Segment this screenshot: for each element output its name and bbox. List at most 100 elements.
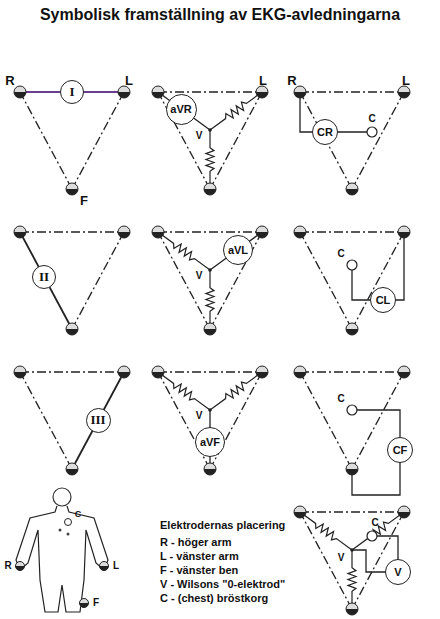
chest-electrode bbox=[65, 519, 72, 526]
electrode-half bbox=[256, 92, 268, 98]
electrode-label: C bbox=[368, 114, 375, 124]
electrode bbox=[118, 86, 130, 98]
electrode-half bbox=[398, 512, 410, 518]
lead-name: CR bbox=[317, 126, 333, 138]
electrode bbox=[346, 463, 358, 475]
electrode bbox=[14, 86, 26, 98]
electrode-half bbox=[152, 372, 164, 378]
electrode bbox=[66, 463, 78, 475]
electrode-label: L bbox=[113, 561, 119, 571]
electrode-half bbox=[204, 329, 216, 335]
legend-text: R - höger arm bbox=[160, 537, 232, 548]
electrode bbox=[80, 599, 89, 608]
triangle-side bbox=[158, 92, 210, 189]
body-head bbox=[53, 488, 71, 506]
electrode-label: F bbox=[93, 598, 99, 608]
lead-circle: aVL bbox=[223, 235, 253, 265]
triangle-side bbox=[300, 231, 404, 232]
electrode bbox=[66, 183, 78, 195]
lead-line bbox=[158, 92, 210, 130]
triangle-side bbox=[158, 232, 210, 329]
triangle-side bbox=[300, 371, 404, 372]
triangle-side bbox=[300, 92, 352, 189]
triangle-side bbox=[20, 231, 124, 232]
electrode-label: C bbox=[75, 510, 82, 519]
lead-circle: III bbox=[86, 408, 111, 433]
triangle-side bbox=[72, 92, 124, 189]
electrode-label: V bbox=[196, 411, 203, 421]
triangle-side bbox=[210, 92, 262, 189]
legend-text: F - vänster ben bbox=[160, 565, 238, 576]
electrode-half bbox=[346, 469, 358, 475]
resistor-symbol bbox=[210, 92, 262, 130]
electrode bbox=[204, 183, 216, 195]
electrode bbox=[294, 506, 306, 518]
lead-circle: aVR bbox=[166, 94, 197, 125]
triangle-side bbox=[158, 371, 262, 372]
electrode-label: V bbox=[338, 553, 345, 563]
electrode bbox=[398, 506, 410, 518]
electrode bbox=[398, 366, 410, 378]
electrode bbox=[256, 366, 268, 378]
triangle-side bbox=[300, 232, 352, 329]
triangle-side bbox=[20, 372, 72, 469]
electrode-half bbox=[66, 329, 78, 335]
resistor-symbol bbox=[206, 270, 214, 329]
triangle-side bbox=[158, 231, 262, 232]
electrode bbox=[294, 366, 306, 378]
electrode bbox=[398, 226, 410, 238]
electrode-half bbox=[398, 372, 410, 378]
junction bbox=[208, 268, 212, 272]
electrode-half bbox=[16, 566, 25, 571]
electrode-half bbox=[398, 92, 410, 98]
lead-name: aVL bbox=[228, 244, 248, 256]
electrode-label: L bbox=[402, 74, 410, 87]
electrode-half bbox=[294, 372, 306, 378]
lead-name: III bbox=[90, 412, 105, 428]
electrode-label: F bbox=[80, 194, 88, 207]
electrode bbox=[346, 323, 358, 335]
electrode bbox=[294, 86, 306, 98]
electrode bbox=[256, 226, 268, 238]
electrode-half bbox=[118, 232, 130, 238]
lead-name: CF bbox=[393, 444, 408, 456]
triangle-side bbox=[210, 232, 262, 329]
electrode bbox=[398, 86, 410, 98]
electrode bbox=[66, 323, 78, 335]
electrode bbox=[16, 562, 25, 571]
lead-circle: CF bbox=[387, 437, 413, 463]
lead-circle: CR bbox=[312, 119, 338, 145]
lead-name: I bbox=[69, 84, 74, 100]
lead-line bbox=[72, 372, 124, 469]
electrode-half bbox=[346, 189, 358, 195]
lead-circle: aVF bbox=[195, 427, 225, 457]
electrode-half bbox=[118, 372, 130, 378]
electrode-label: R bbox=[5, 74, 14, 87]
electrode-half bbox=[152, 92, 164, 98]
electrode-half bbox=[204, 469, 216, 475]
electrode-half bbox=[346, 329, 358, 335]
electrode bbox=[152, 226, 164, 238]
lead-line bbox=[20, 232, 72, 329]
electrode bbox=[256, 86, 268, 98]
legend-text: C - (chest) bröstkorg bbox=[160, 593, 268, 604]
electrode-label: R bbox=[287, 74, 296, 87]
electrode-half bbox=[100, 566, 109, 571]
title: Symbolisk framställning av EKG-avledning… bbox=[0, 6, 440, 24]
lead-circle: I bbox=[60, 80, 84, 104]
triangle-side bbox=[158, 91, 262, 92]
electrode-label: V bbox=[196, 131, 203, 141]
electrode bbox=[14, 366, 26, 378]
electrode-half bbox=[14, 232, 26, 238]
triangle-side bbox=[300, 511, 404, 512]
junction bbox=[208, 128, 212, 132]
electrode bbox=[204, 463, 216, 475]
chest-electrode bbox=[367, 531, 377, 541]
electrode-label: V bbox=[196, 271, 203, 281]
electrode-label: L bbox=[125, 74, 133, 87]
legend-text: Elektrodernas placering bbox=[160, 520, 285, 531]
electrode-half bbox=[80, 603, 89, 608]
electrode bbox=[346, 603, 358, 615]
electrode-label: L bbox=[259, 74, 267, 87]
lead-circle: CL bbox=[370, 287, 396, 313]
